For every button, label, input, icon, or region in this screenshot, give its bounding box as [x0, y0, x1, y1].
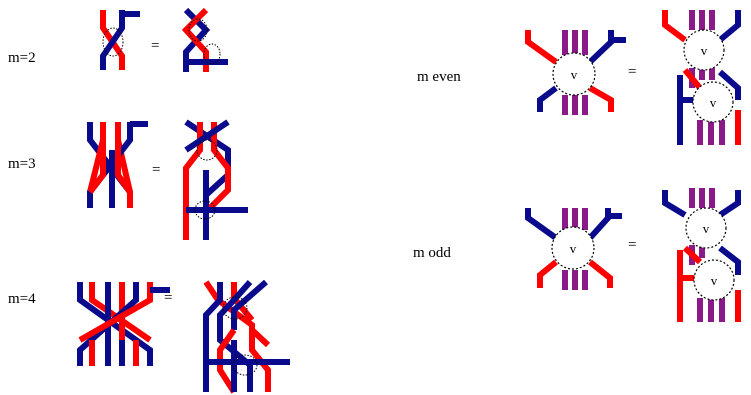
vertex-node — [552, 52, 596, 96]
vertex-label: v — [701, 43, 708, 58]
equals-m-odd: = — [628, 237, 636, 253]
m3-left-braid — [87, 121, 148, 208]
equals-m2: = — [151, 38, 159, 54]
vertex-node — [683, 29, 725, 71]
vertex-label: v — [710, 95, 717, 110]
m4-left-braid — [77, 282, 170, 366]
vertex-node — [685, 207, 727, 249]
m2-right-braid — [181, 7, 228, 72]
equals-m3: = — [152, 162, 160, 178]
m-odd-left-braid: v — [525, 208, 622, 290]
vertex-label: v — [703, 221, 710, 236]
equals-m-even: = — [628, 64, 636, 80]
vertex-label: v — [570, 241, 577, 256]
label-m-odd: m odd — [413, 245, 451, 261]
m4-right-braid — [203, 279, 290, 394]
equals-m4: = — [164, 290, 172, 306]
vertex-label: v — [711, 273, 718, 288]
m3-right-braid — [183, 119, 248, 240]
label-m2: m=2 — [8, 50, 36, 66]
m2-left-braid — [100, 10, 140, 70]
label-m-even: m even — [417, 69, 461, 85]
m-odd-right-braid: v v — [662, 188, 741, 322]
m-even-left-braid: v — [525, 30, 626, 115]
label-m4: m=4 — [8, 291, 36, 307]
vertex-node — [692, 81, 734, 123]
m-even-right-braid: v v — [662, 10, 741, 145]
vertex-node — [693, 259, 735, 301]
vertex-label: v — [571, 67, 578, 82]
label-m3: m=3 — [8, 156, 36, 172]
vertex-node — [551, 226, 595, 270]
